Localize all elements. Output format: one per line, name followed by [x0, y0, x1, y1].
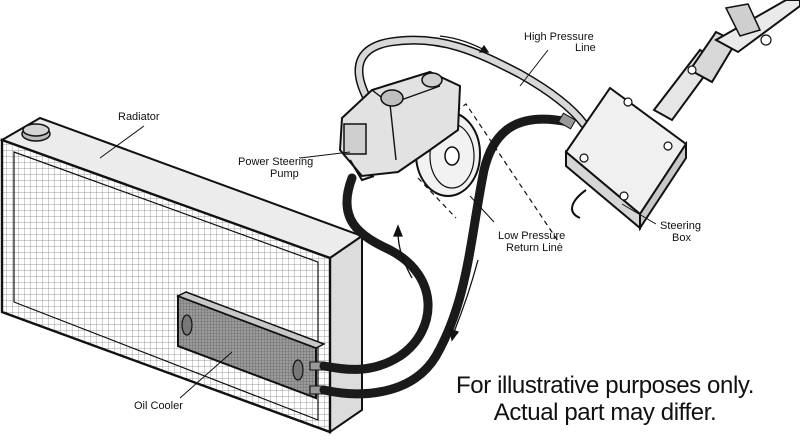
- flow-arrows: [393, 35, 490, 342]
- label-low-pressure-1: Low Pressure: [498, 230, 565, 242]
- disclaimer-line-1: For illustrative purposes only.: [456, 372, 754, 399]
- label-oil-cooler: Oil Cooler: [134, 400, 183, 412]
- disclaimer-line-2: Actual part may differ.: [493, 399, 717, 426]
- label-radiator: Radiator: [118, 111, 160, 123]
- oil-cooler: [176, 291, 326, 400]
- steering-shaft: [652, 0, 800, 122]
- label-pump-1: Power Steering: [238, 156, 313, 168]
- label-high-pressure-1: High Pressure: [524, 31, 594, 43]
- label-low-pressure-2: Return Line: [506, 242, 563, 254]
- label-pump-2: Pump: [270, 168, 299, 180]
- high-pressure-line: [354, 35, 589, 130]
- label-high-pressure-2: Line: [575, 42, 596, 54]
- label-steering-box-2: Box: [672, 232, 691, 244]
- radiator-cap: [21, 123, 51, 142]
- oil-cooler-hoses: [319, 114, 573, 399]
- power-steering-pump: [338, 70, 561, 245]
- leader-lines: [99, 49, 657, 399]
- label-steering-box-1: Steering: [660, 220, 701, 232]
- steering-box: [564, 86, 688, 232]
- disclaimer: For illustrative purposes only. Actual p…: [420, 372, 790, 426]
